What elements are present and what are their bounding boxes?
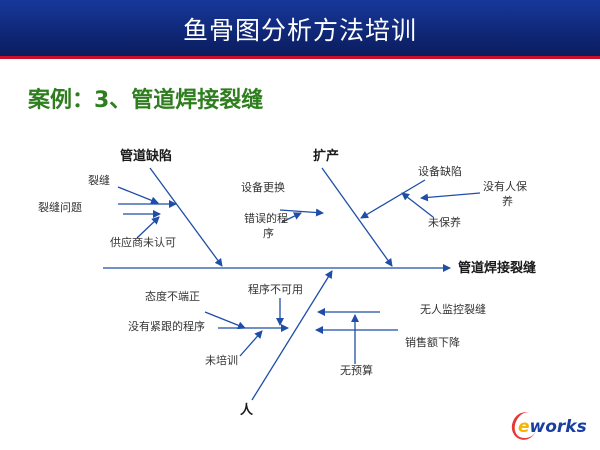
arrow-not-maintained (401, 192, 434, 218)
header-title: 鱼骨图分析方法培训 (182, 16, 417, 45)
bone-pipe-defect (149, 167, 223, 267)
cause-no-maintenance-line1: 没有人保 (483, 179, 527, 193)
cause-untrained: 未培训 (205, 353, 238, 367)
cause-no-crack-monitoring: 无人监控裂缝 (420, 302, 486, 316)
cause-wrong-procedure-line2: 序 (263, 226, 274, 240)
cause-equipment-defect: 设备缺陷 (418, 164, 462, 178)
arrow-supplier (136, 216, 160, 239)
arrow-equipment-defect (360, 179, 426, 219)
effect-label: 管道焊接裂缝 (458, 260, 536, 276)
case-title: 案例：3、管道焊接裂缝 (28, 88, 264, 113)
logo-prefix: e (518, 417, 530, 437)
arrow-bad-attitude (204, 311, 246, 330)
header-divider (0, 56, 600, 59)
bone-people (251, 270, 333, 401)
cause-not-maintained: 未保养 (428, 215, 461, 229)
arrow-no-maintenance (420, 192, 481, 202)
cause-procedure-unavailable: 程序不可用 (248, 282, 303, 296)
arrow-untrained (239, 330, 263, 357)
cause-no-maintenance-line2: 养 (502, 194, 513, 208)
header-bar: 鱼骨图分析方法培训 (0, 0, 600, 56)
cause-crack-issue: 裂缝问题 (38, 200, 82, 214)
bone-expansion (321, 167, 393, 267)
cause-no-follow-procedure: 没有紧跟的程序 (128, 319, 205, 333)
cause-equipment-replacement: 设备更换 (241, 180, 285, 194)
cause-sales-decline: 销售额下降 (405, 335, 460, 349)
cause-no-budget: 无预算 (340, 363, 373, 377)
arrow-wrong-procedure (281, 212, 302, 223)
logo-rest: works (529, 417, 587, 437)
arrow-crack-label (117, 186, 159, 205)
category-pipe-defect: 管道缺陷 (120, 148, 172, 164)
cause-wrong-procedure-line1: 错误的程 (244, 211, 288, 225)
cause-supplier-unapproved: 供应商未认可 (110, 235, 176, 249)
arrow-equipment-replacement (279, 208, 324, 217)
cause-bad-attitude: 态度不端正 (145, 289, 200, 303)
category-expansion: 扩产 (313, 148, 339, 164)
eworks-logo: eworks (518, 417, 587, 437)
category-people: 人 (240, 402, 254, 418)
cause-crack: 裂缝 (88, 173, 110, 187)
